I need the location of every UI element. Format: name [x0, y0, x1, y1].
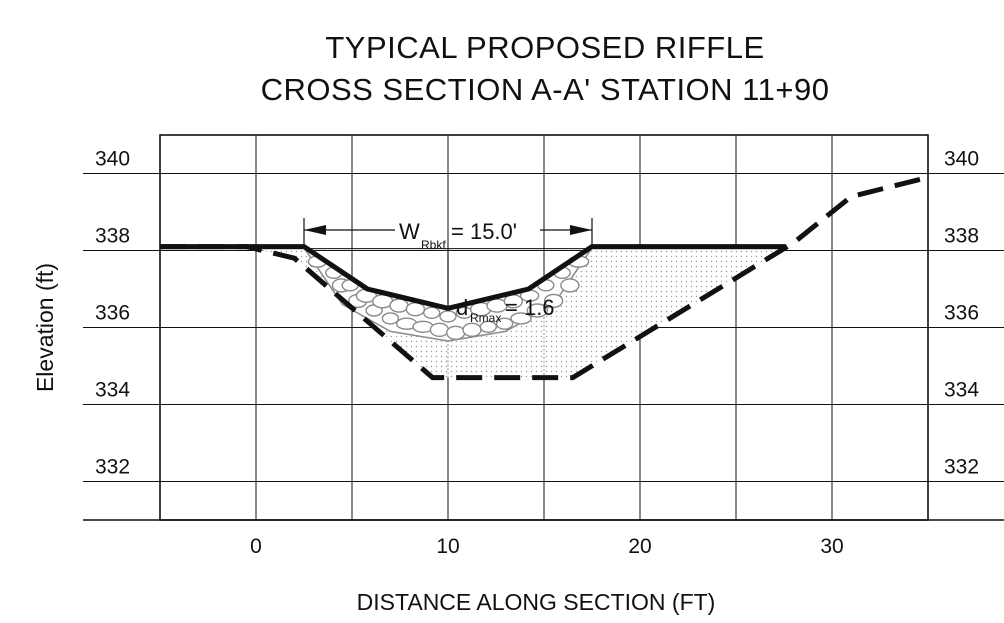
depth-label-main: d: [456, 295, 468, 320]
x-tick-label: 10: [436, 535, 459, 558]
depth-label-value: = 1.6: [505, 295, 555, 320]
chart-title-line-1: TYPICAL PROPOSED RIFFLE: [325, 30, 765, 65]
y-tick-label-right: 336: [944, 302, 979, 325]
depth-label-subscript: Rmax: [470, 311, 501, 325]
rock: [446, 325, 466, 340]
rock: [543, 293, 564, 309]
x-axis-label: DISTANCE ALONG SECTION (FT): [357, 589, 716, 615]
rock: [510, 312, 532, 325]
y-tick-label-right: 338: [944, 225, 979, 248]
y-tick-label-right: 334: [944, 379, 979, 402]
y-tick-label-left: 332: [95, 456, 130, 479]
x-tick-label: 0: [250, 535, 262, 558]
rock: [405, 302, 426, 317]
rock: [389, 298, 409, 313]
width-label-subscript: Rbkf: [421, 238, 446, 252]
grid: [83, 134, 1004, 521]
rock: [381, 312, 400, 325]
width-label-main: W: [399, 219, 420, 244]
y-axis-label: Elevation (ft): [32, 263, 58, 392]
y-tick-label-left: 336: [95, 302, 130, 325]
chart-title-line-2: CROSS SECTION A-A' STATION 11+90: [260, 72, 830, 107]
rock: [429, 322, 450, 337]
width-label-value: = 15.0': [451, 219, 517, 244]
rock: [462, 322, 482, 337]
y-tick-label-right: 332: [944, 456, 979, 479]
x-tick-label: 30: [820, 535, 843, 558]
y-tick-label-left: 334: [95, 379, 130, 402]
rock: [560, 278, 580, 293]
width-left-arrowhead-icon: [304, 225, 326, 235]
rock: [495, 317, 514, 330]
y-tick-label-left: 338: [95, 225, 130, 248]
rock: [423, 306, 441, 319]
rock: [439, 310, 457, 323]
width-right-arrowhead-icon: [570, 225, 592, 235]
annotations: W Rbkf = 15.0' d Rmax = 1.6: [303, 218, 593, 325]
tick-labels: 0 10 20 30 340 340 338 338 336 336 334 334 332 332: [95, 148, 979, 559]
rock: [526, 303, 548, 318]
rock: [479, 320, 497, 333]
y-tick-label-right: 340: [944, 148, 979, 171]
x-tick-label: 20: [628, 535, 651, 558]
y-tick-label-left: 340: [95, 148, 130, 171]
